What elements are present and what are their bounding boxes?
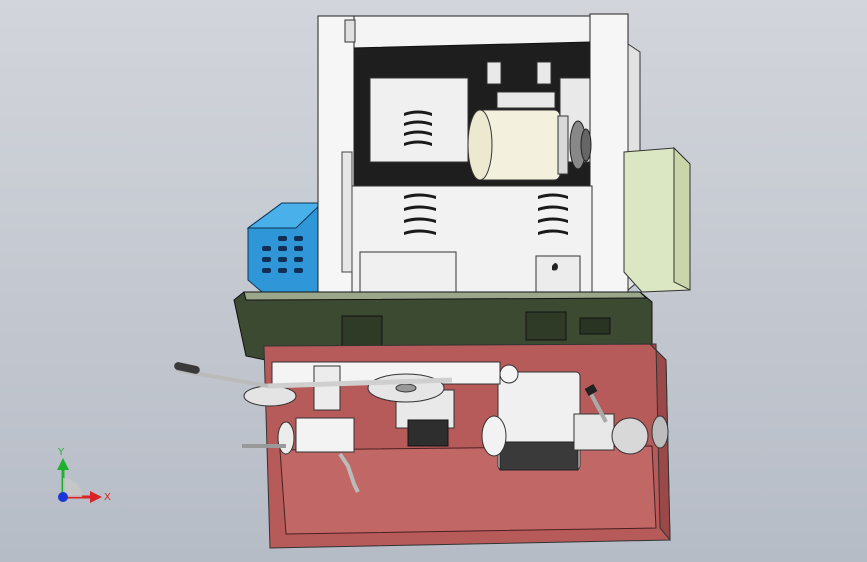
tailstock[interactable] bbox=[242, 417, 360, 493]
electric-box[interactable] bbox=[246, 202, 324, 293]
y-arrowhead-icon bbox=[57, 458, 69, 470]
y-axis-label: Y bbox=[57, 447, 65, 458]
feed-lever[interactable] bbox=[173, 361, 453, 389]
chuck-assembly[interactable] bbox=[573, 384, 669, 455]
z-axis-dot bbox=[58, 492, 68, 502]
coordinate-triad: Y X bbox=[57, 447, 111, 503]
motor[interactable] bbox=[467, 109, 592, 181]
cross-slide[interactable] bbox=[271, 361, 501, 447]
handwheel[interactable] bbox=[243, 373, 445, 407]
x-arrowhead-icon bbox=[90, 491, 102, 503]
spindle-head[interactable] bbox=[481, 364, 581, 471]
gearbox[interactable] bbox=[623, 146, 691, 293]
x-axis-label: X bbox=[104, 492, 111, 503]
